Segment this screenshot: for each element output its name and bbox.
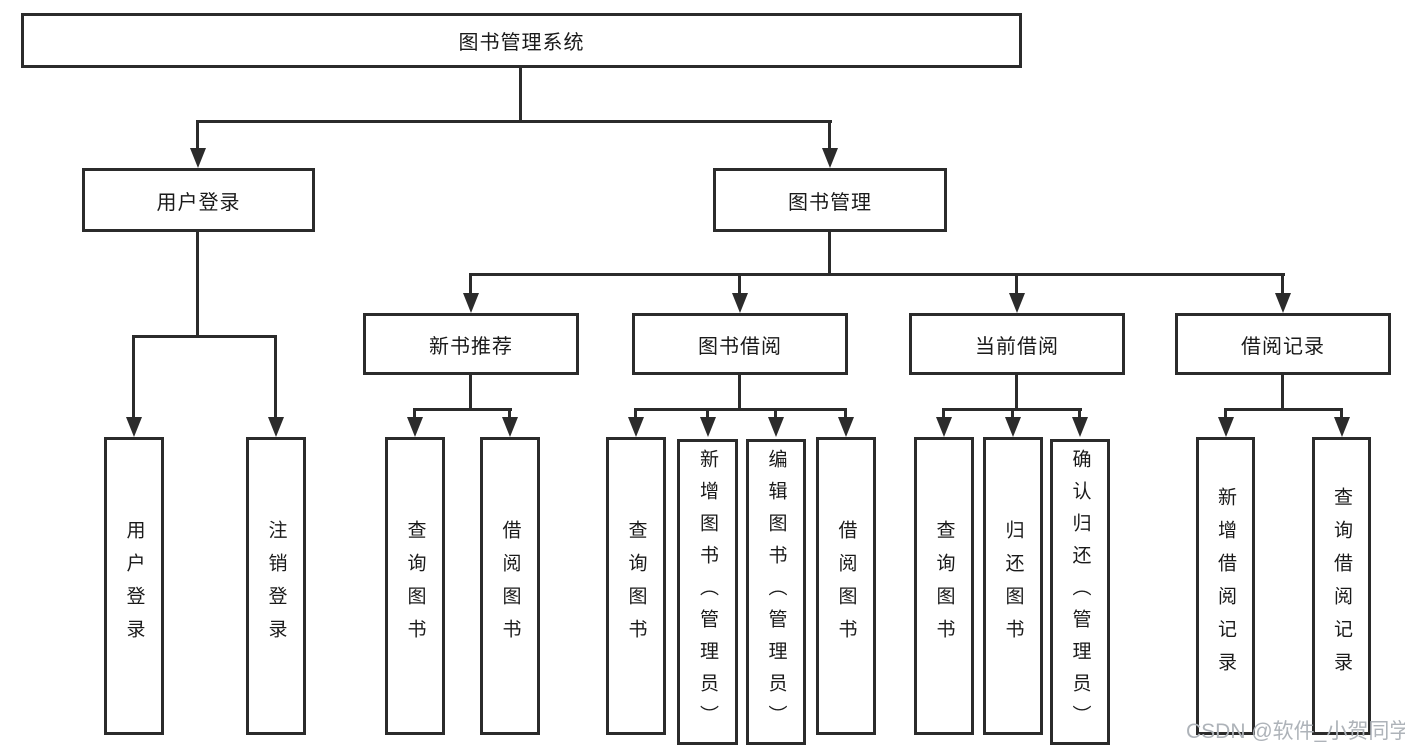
- node-label: 借阅记录: [1241, 335, 1325, 358]
- arrowhead-icon: [732, 293, 748, 313]
- arrowhead-icon: [190, 148, 206, 168]
- leaf-add-book-admin: 新增图书（管理员）: [677, 439, 738, 745]
- leaf-borrow-books: 借阅图书: [816, 437, 876, 735]
- connector-line: [706, 408, 709, 420]
- node-label: 新增借阅记录: [1215, 487, 1236, 685]
- connector-line: [1340, 408, 1343, 420]
- connector-line: [634, 408, 637, 420]
- node-label: 查询借阅记录: [1331, 487, 1352, 685]
- arrowhead-icon: [268, 417, 284, 437]
- node-label: 用户登录: [156, 191, 241, 214]
- leaf-query-borrow-record: 查询借阅记录: [1312, 437, 1371, 735]
- arrowhead-icon: [1072, 417, 1088, 437]
- arrowhead-icon: [1334, 417, 1350, 437]
- node-label: 借阅图书: [835, 520, 857, 652]
- node-label: 确认归还（管理员）: [1069, 449, 1091, 737]
- leaf-user-login: 用户登录: [104, 437, 164, 735]
- arrowhead-icon: [822, 148, 838, 168]
- node-label: 图书借阅: [698, 335, 782, 358]
- connector-line: [132, 335, 135, 421]
- node-book-management: 图书管理: [713, 168, 947, 232]
- leaf-query-books: 查询图书: [914, 437, 974, 735]
- arrowhead-icon: [1218, 417, 1234, 437]
- connector-line: [774, 408, 777, 420]
- connector-line: [828, 120, 831, 152]
- node-label: 新书推荐: [429, 335, 513, 358]
- leaf-query-books: 查询图书: [385, 437, 445, 735]
- node-label: 当前借阅: [975, 335, 1059, 358]
- arrowhead-icon: [1009, 293, 1025, 313]
- connector-line: [1078, 408, 1081, 420]
- connector-line: [1224, 408, 1227, 420]
- node-label: 归还图书: [1002, 520, 1024, 652]
- leaf-edit-book-admin: 编辑图书（管理员）: [746, 439, 806, 745]
- node-label: 注销登录: [265, 520, 287, 652]
- connector-line: [196, 120, 199, 152]
- arrowhead-icon: [838, 417, 854, 437]
- leaf-confirm-return-admin: 确认归还（管理员）: [1050, 439, 1110, 745]
- arrowhead-icon: [768, 417, 784, 437]
- node-root: 图书管理系统: [21, 13, 1022, 68]
- arrowhead-icon: [628, 417, 644, 437]
- arrowhead-icon: [502, 417, 518, 437]
- connector-line: [196, 120, 832, 123]
- node-label: 借阅图书: [499, 520, 521, 652]
- connector-line: [1015, 273, 1018, 297]
- connector-line: [844, 408, 847, 420]
- connector-line: [1011, 408, 1014, 420]
- connector-line: [942, 408, 945, 420]
- node-current-borrow: 当前借阅: [909, 313, 1125, 375]
- connector-line: [469, 375, 472, 411]
- leaf-borrow-books: 借阅图书: [480, 437, 540, 735]
- node-new-book-recommend: 新书推荐: [363, 313, 579, 375]
- node-label: 用户登录: [123, 520, 145, 652]
- connector-line: [828, 232, 831, 276]
- arrowhead-icon: [936, 417, 952, 437]
- arrowhead-icon: [1275, 293, 1291, 313]
- node-label: 查询图书: [404, 520, 426, 652]
- node-label: 图书管理: [788, 191, 872, 214]
- connector-line: [1281, 273, 1284, 297]
- connector-line: [413, 408, 416, 420]
- node-label: 查询图书: [933, 520, 955, 652]
- connector-line: [469, 273, 472, 297]
- arrowhead-icon: [407, 417, 423, 437]
- connector-line: [738, 375, 741, 411]
- connector-line: [519, 68, 522, 123]
- node-book-borrow: 图书借阅: [632, 313, 848, 375]
- node-label: 新增图书（管理员）: [697, 449, 718, 737]
- node-label: 编辑图书（管理员）: [765, 449, 787, 737]
- connector-line: [413, 408, 512, 411]
- leaf-logout: 注销登录: [246, 437, 306, 735]
- node-borrow-records: 借阅记录: [1175, 313, 1391, 375]
- node-label: 查询图书: [625, 520, 647, 652]
- arrowhead-icon: [126, 417, 142, 437]
- arrowhead-icon: [463, 293, 479, 313]
- connector-line: [738, 273, 741, 297]
- node-user-login-group: 用户登录: [82, 168, 315, 232]
- connector-line: [196, 232, 199, 338]
- connector-line: [1281, 375, 1284, 411]
- leaf-query-books: 查询图书: [606, 437, 666, 735]
- connector-line: [1015, 375, 1018, 411]
- leaf-return-books: 归还图书: [983, 437, 1043, 735]
- connector-line: [634, 408, 847, 411]
- connector-line: [1224, 408, 1343, 411]
- arrowhead-icon: [700, 417, 716, 437]
- connector-line: [274, 335, 277, 421]
- connector-line: [469, 273, 1285, 276]
- arrowhead-icon: [1005, 417, 1021, 437]
- watermark: CSDN @软件_小贺同学: [1186, 720, 1405, 743]
- connector-line: [132, 335, 277, 338]
- connector-line: [508, 408, 511, 420]
- leaf-add-borrow-record: 新增借阅记录: [1196, 437, 1255, 735]
- node-label: 图书管理系统: [458, 32, 585, 54]
